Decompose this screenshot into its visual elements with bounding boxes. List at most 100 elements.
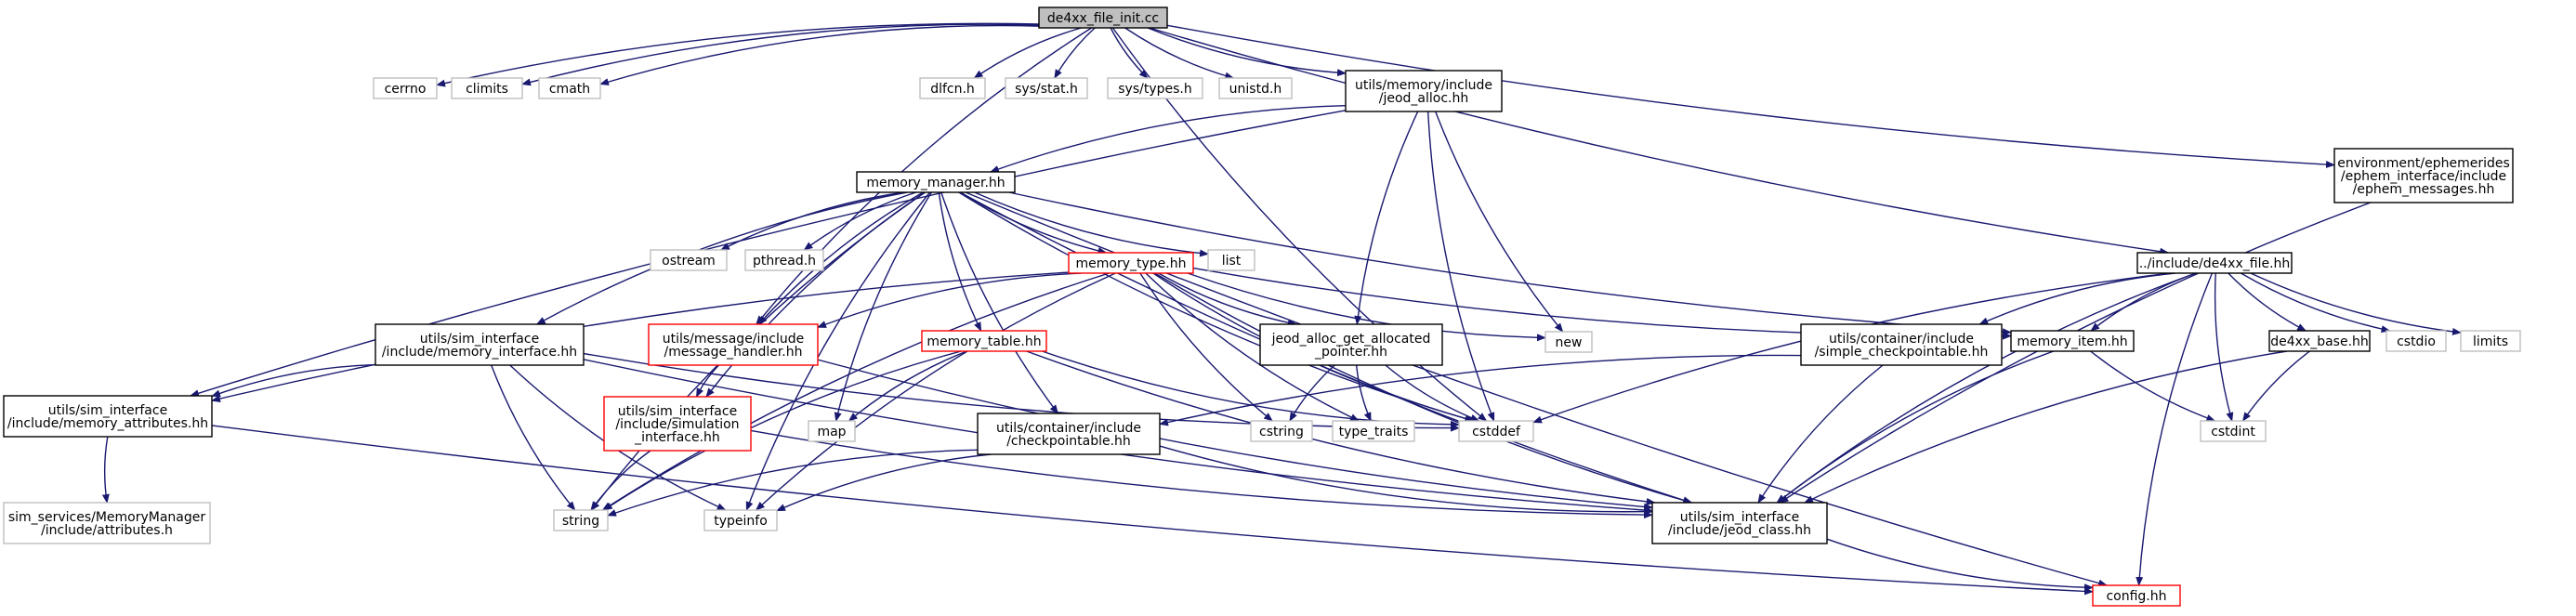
node-ostream: ostream bbox=[650, 249, 728, 271]
node-label: cerrno bbox=[385, 82, 427, 97]
edge-root-to-de4xxfile bbox=[1149, 27, 2170, 256]
node-box bbox=[1038, 7, 1168, 29]
node-box bbox=[375, 323, 585, 366]
node-de4xxfile[interactable]: ../include/de4xx_file.hh bbox=[2136, 252, 2293, 274]
node-label: cstring bbox=[1259, 425, 1304, 439]
node-de4xxbase[interactable]: de4xx_base.hh bbox=[2268, 330, 2371, 352]
edge-memmgr-to-typeinfo bbox=[745, 191, 931, 511]
edge-memmgr-to-checkpointable bbox=[940, 191, 1058, 414]
edge-msghandler-to-jeodclass bbox=[817, 359, 1653, 511]
node-memtype[interactable]: memory_type.hh bbox=[1068, 252, 1194, 274]
node-label: _interface.hh bbox=[634, 430, 720, 445]
node-memtable[interactable]: memory_table.hh bbox=[921, 330, 1047, 352]
edge-meminterface-to-string bbox=[491, 364, 576, 511]
edge-de4xxfile-to-config bbox=[2136, 272, 2214, 586]
node-cstdio: cstdio bbox=[2385, 330, 2447, 352]
node-box bbox=[1651, 502, 1828, 544]
node-typetraits: type_traits bbox=[1332, 420, 1415, 442]
node-box bbox=[2010, 330, 2135, 352]
edge-memtable-to-string bbox=[602, 350, 962, 511]
node-msghandler[interactable]: utils/message/include/message_handler.hh bbox=[648, 323, 819, 366]
node-sysstat: sys/stat.h bbox=[1005, 77, 1088, 99]
node-label: ../include/de4xx_file.hh bbox=[2139, 256, 2291, 271]
node-label: utils/sim_interface bbox=[420, 332, 539, 347]
node-box bbox=[538, 77, 601, 99]
node-jeodclass[interactable]: utils/sim_interface/include/jeod_class.h… bbox=[1651, 502, 1828, 544]
node-box bbox=[650, 249, 728, 271]
node-siminterface[interactable]: utils/sim_interface/include/simulation_i… bbox=[603, 396, 752, 452]
node-box bbox=[648, 323, 819, 366]
edge-de4xxfile-to-limits bbox=[2250, 272, 2462, 335]
node-memitem[interactable]: memory_item.hh bbox=[2010, 330, 2135, 352]
node-cerrno: cerrno bbox=[373, 77, 438, 99]
edge-jeodalloc-to-cstddef bbox=[1426, 111, 1495, 422]
edge-root-to-cmath bbox=[599, 24, 1040, 85]
node-box bbox=[1800, 323, 2003, 366]
node-box bbox=[2200, 420, 2267, 442]
node-checkpointable[interactable]: utils/container/include/checkpointable.h… bbox=[977, 413, 1161, 455]
edge-de4xxfile-to-simplecp bbox=[1978, 272, 2175, 325]
node-jeodalloc[interactable]: utils/memory/include/jeod_alloc.hh bbox=[1345, 70, 1503, 112]
node-box bbox=[2460, 330, 2521, 352]
edge-root-to-jeodalloc bbox=[1147, 27, 1347, 77]
edge-root-to-ephem bbox=[1166, 24, 2335, 169]
node-label: jeod_alloc_get_allocated bbox=[1271, 332, 1431, 347]
node-label: /include/simulation bbox=[615, 417, 739, 432]
node-cstring: cstring bbox=[1250, 420, 1313, 442]
edge-memtype-to-typetraits bbox=[1145, 272, 1360, 422]
node-label: cstdint bbox=[2211, 425, 2255, 439]
node-box bbox=[703, 509, 778, 531]
node-label: /simple_checkpointable.hh bbox=[1815, 345, 1989, 360]
node-box bbox=[3, 395, 213, 438]
node-label: sys/types.h bbox=[1118, 82, 1191, 97]
edge-memtable-to-map bbox=[848, 350, 967, 422]
node-box bbox=[921, 330, 1047, 352]
node-box bbox=[2136, 252, 2293, 274]
edge-simplecp-to-checkpointable bbox=[1159, 354, 1802, 426]
node-label: utils/memory/include bbox=[1355, 78, 1492, 93]
node-label: cstdio bbox=[2397, 334, 2436, 349]
node-ephem[interactable]: environment/ephemerides/ephem_interface/… bbox=[2333, 148, 2514, 203]
node-label: cmath bbox=[549, 82, 590, 97]
node-label: utils/sim_interface bbox=[1680, 510, 1799, 525]
node-box bbox=[3, 502, 211, 544]
edge-memmgr-to-meminterface bbox=[535, 191, 908, 325]
edge-memmgr-to-map bbox=[834, 191, 932, 422]
edge-memmgr-to-memitem bbox=[1008, 191, 2012, 336]
edge-memtype-to-memattr bbox=[211, 271, 1070, 403]
edge-checkpointable-to-typeinfo bbox=[776, 453, 992, 512]
node-memattr[interactable]: utils/sim_interface/include/memory_attri… bbox=[3, 395, 213, 438]
edge-memitem-to-jeodclass bbox=[1776, 350, 2055, 504]
node-box bbox=[603, 396, 752, 452]
node-unistd: unistd.h bbox=[1218, 77, 1293, 99]
node-simplecp[interactable]: utils/container/include/simple_checkpoin… bbox=[1800, 323, 2003, 366]
edge-root-to-climits bbox=[521, 23, 1040, 86]
node-label: /message_handler.hh bbox=[664, 345, 802, 360]
edge-memitem-to-cstdint bbox=[2090, 350, 2216, 422]
edge-checkpointable-to-jeodclass bbox=[1159, 445, 1653, 516]
edge-jeodalloc-to-getalloc bbox=[1354, 111, 1419, 325]
node-label: typeinfo bbox=[714, 514, 768, 529]
edge-memmgr-to-cstddef bbox=[958, 191, 1475, 423]
node-new: new bbox=[1544, 331, 1593, 353]
edge-jeodalloc-to-memattr bbox=[190, 110, 1347, 398]
node-box bbox=[1544, 331, 1593, 353]
edge-memtype-to-msghandler bbox=[817, 272, 1082, 328]
node-systypes: sys/types.h bbox=[1107, 77, 1203, 99]
edge-root-to-cerrno bbox=[436, 22, 1040, 87]
edge-memmgr-to-list bbox=[974, 191, 1209, 257]
edge-root-to-msghandler bbox=[756, 27, 1092, 325]
node-label: list bbox=[1222, 254, 1242, 269]
node-meminterface[interactable]: utils/sim_interface/include/memory_inter… bbox=[375, 323, 585, 366]
node-config[interactable]: config.hh bbox=[2092, 584, 2181, 607]
node-box bbox=[373, 77, 438, 99]
node-memmgr[interactable]: memory_manager.hh bbox=[856, 171, 1016, 193]
node-label: climits bbox=[466, 82, 508, 97]
edge-root-to-systypes bbox=[1110, 27, 1149, 79]
node-root[interactable]: de4xx_file_init.cc bbox=[1038, 7, 1168, 29]
node-label: memory_item.hh bbox=[2017, 334, 2127, 349]
node-getalloc[interactable]: jeod_alloc_get_allocated_pointer.hh bbox=[1259, 323, 1443, 366]
node-label: config.hh bbox=[2106, 589, 2166, 604]
edge-memtype-to-jeodclass bbox=[1154, 272, 1693, 505]
